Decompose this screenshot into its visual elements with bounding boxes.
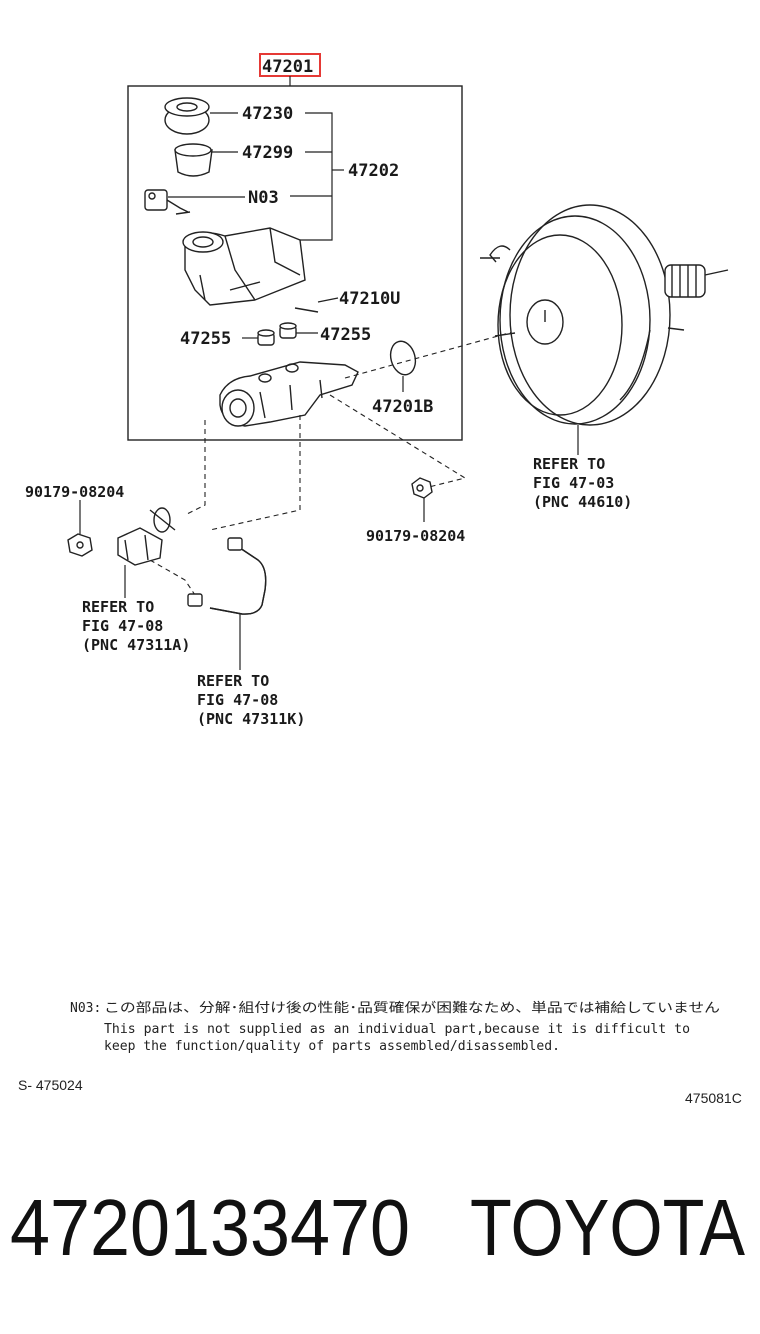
footnote-english-1: This part is not supplied as an individu…	[104, 1022, 690, 1037]
o-ring-drawing	[389, 340, 417, 376]
sensor-drawing	[144, 189, 191, 215]
label-47202[interactable]: 47202	[348, 161, 399, 181]
brand-name: TOYOTA	[470, 1183, 746, 1272]
part-number: 4720133470	[10, 1183, 410, 1272]
label-47201b[interactable]: 47201B	[372, 397, 433, 417]
label-47299[interactable]: 47299	[242, 143, 293, 163]
label-nut-right[interactable]: 90179-08204	[366, 527, 465, 545]
footnote-code: N03:	[70, 1001, 101, 1016]
nut-right-drawing	[411, 477, 433, 499]
label-47255-right[interactable]: 47255	[320, 325, 371, 345]
brake-tube-drawing	[187, 537, 267, 615]
label-47230[interactable]: 47230	[242, 104, 293, 124]
refer-booster-line3[interactable]: (PNC 44610)	[533, 493, 632, 511]
assembly-code-label[interactable]: 47201	[262, 57, 313, 77]
refer-tube-line2[interactable]: FIG 47-08	[197, 691, 278, 709]
reservoir-tank-drawing	[182, 227, 306, 306]
ref-left: S- 475024	[18, 1077, 83, 1093]
strainer-drawing	[174, 143, 213, 177]
reservoir-cap-drawing	[164, 97, 210, 135]
assembly-frame	[127, 85, 463, 441]
label-47255-left[interactable]: 47255	[180, 329, 231, 349]
refer-booster-line1[interactable]: REFER TO	[533, 455, 605, 473]
refer-booster-line2[interactable]: FIG 47-03	[533, 474, 614, 492]
label-n03[interactable]: N03	[248, 188, 279, 208]
grommet-right-drawing	[279, 322, 297, 339]
ref-right: 475081C	[685, 1090, 742, 1106]
grommet-left-drawing	[257, 329, 275, 346]
valve-drawing	[117, 507, 176, 566]
label-nut-left[interactable]: 90179-08204	[25, 483, 124, 501]
refer-valve-line2[interactable]: FIG 47-08	[82, 617, 163, 635]
refer-valve-line1[interactable]: REFER TO	[82, 598, 154, 616]
refer-valve-line3[interactable]: (PNC 47311A)	[82, 636, 190, 654]
footnote-english-2: keep the function/quality of parts assem…	[104, 1039, 560, 1054]
label-47210u[interactable]: 47210U	[339, 289, 400, 309]
master-cylinder-drawing	[219, 361, 359, 427]
nut-left-drawing	[67, 533, 93, 557]
brake-booster-drawing	[480, 204, 729, 426]
footnote-japanese: この部品は、分解･組付け後の性能･品質確保が困難なため、単品では補給していません	[104, 1000, 720, 1016]
refer-tube-line1[interactable]: REFER TO	[197, 672, 269, 690]
refer-tube-line3[interactable]: (PNC 47311K)	[197, 710, 305, 728]
